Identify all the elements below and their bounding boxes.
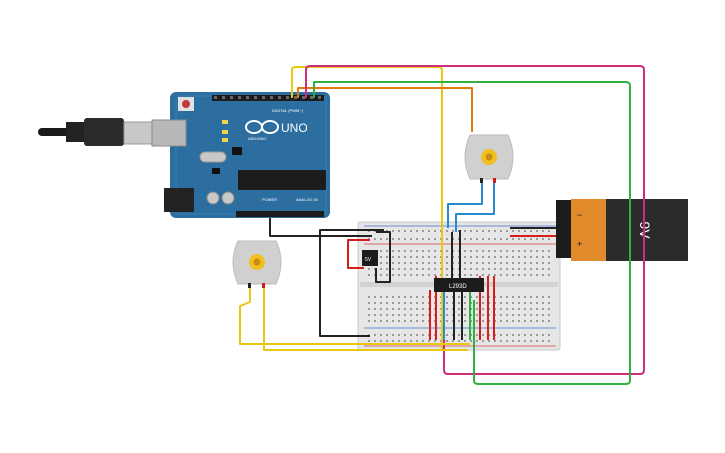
wire-red-regulator[interactable]: [347, 239, 370, 269]
wire-yellow-2[interactable]: [239, 288, 470, 345]
dc-motor-2[interactable]: [232, 240, 282, 288]
analog-header-label: ANALOG IN: [296, 197, 318, 202]
wire-black-2[interactable]: [319, 229, 384, 337]
usb-jack: [151, 119, 187, 147]
wire-magenta[interactable]: [305, 65, 645, 375]
crystal: [199, 151, 227, 163]
wire-black-3[interactable]: [375, 231, 391, 283]
wire-orange[interactable]: [297, 87, 473, 132]
wire-blue-1[interactable]: [447, 183, 483, 228]
wire-blue-2[interactable]: [455, 183, 495, 232]
wire-green[interactable]: [313, 81, 631, 385]
arduino-logo-icon: [245, 120, 279, 134]
power-header-label: POWER: [262, 197, 277, 202]
regulator-label: 5V: [365, 257, 372, 263]
battery-minus-label: −: [577, 210, 582, 220]
digital-header-label: DIGITAL (PWM~): [272, 108, 304, 113]
dc-motor-1[interactable]: [464, 134, 514, 183]
battery-9v[interactable]: − + 9V: [556, 199, 688, 261]
battery-plus-label: +: [577, 239, 582, 249]
driver-chip-label: L293D: [449, 284, 467, 290]
atmega-chip: [238, 170, 326, 190]
power-jack: [164, 188, 194, 212]
arduino-logo-subtext: ARDUINO: [248, 136, 266, 141]
voltage-regulator[interactable]: 5V: [362, 250, 378, 266]
arduino-brand-text: UNO: [281, 121, 308, 135]
wires: [239, 65, 645, 385]
l293d-driver-chip[interactable]: L293D: [434, 278, 484, 292]
wire-black-gnd[interactable]: [269, 218, 372, 237]
power-analog-header[interactable]: [236, 211, 324, 217]
wire-yellow-3[interactable]: [263, 288, 468, 351]
digital-header[interactable]: [212, 95, 324, 101]
arduino-uno-board[interactable]: UNO ARDUINO DIGITAL (PWM~) POWER ANALOG …: [151, 92, 330, 218]
